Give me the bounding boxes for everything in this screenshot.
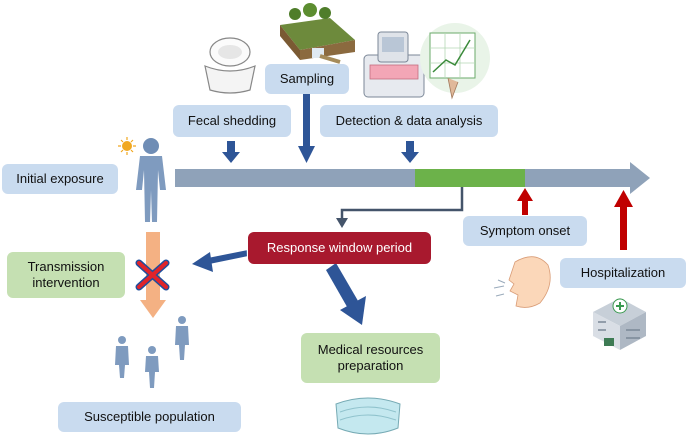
red-arrows: [517, 188, 633, 250]
response-connector-head: [336, 218, 348, 228]
transmission-line-2: intervention: [32, 275, 100, 290]
crowd-icon: [115, 316, 189, 388]
spread-arrow: [140, 232, 166, 318]
hospitalization-label: Hospitalization: [560, 258, 686, 288]
response-window-label: Response window period: [248, 232, 431, 264]
medical-line-2: preparation: [337, 358, 404, 373]
arrow-to-transmission: [192, 250, 247, 272]
transmission-line-1: Transmission: [27, 258, 105, 274]
data-chart-icon: [420, 23, 490, 100]
initial-exposure-label: Initial exposure: [2, 164, 118, 194]
coughing-face-icon: [493, 256, 551, 308]
navy-arrows: [222, 92, 419, 163]
susceptible-population-label: Susceptible population: [58, 402, 241, 432]
cross-mark-icon: [135, 259, 170, 291]
analyzer-machine-icon: [363, 31, 425, 98]
timeline-arrow: [175, 162, 650, 194]
fecal-shedding-label: Fecal shedding: [173, 105, 291, 137]
toilet-icon: [204, 37, 256, 94]
sampling-label: Sampling: [265, 64, 349, 94]
hospital-building-icon: [593, 298, 646, 350]
face-mask-icon: [335, 397, 401, 435]
symptom-onset-label: Symptom onset: [463, 216, 587, 246]
arrow-to-medical: [326, 263, 366, 325]
detection-label: Detection & data analysis: [320, 105, 498, 137]
sewer-pipe-icon: [280, 3, 355, 64]
response-connector: [340, 187, 464, 220]
sun-icon: [118, 137, 136, 155]
medical-resources-label: Medical resources preparation: [301, 333, 440, 383]
transmission-intervention-label: Transmission intervention: [7, 252, 125, 298]
human-body-icon: [136, 138, 166, 222]
medical-line-1: Medical resources: [317, 341, 424, 357]
